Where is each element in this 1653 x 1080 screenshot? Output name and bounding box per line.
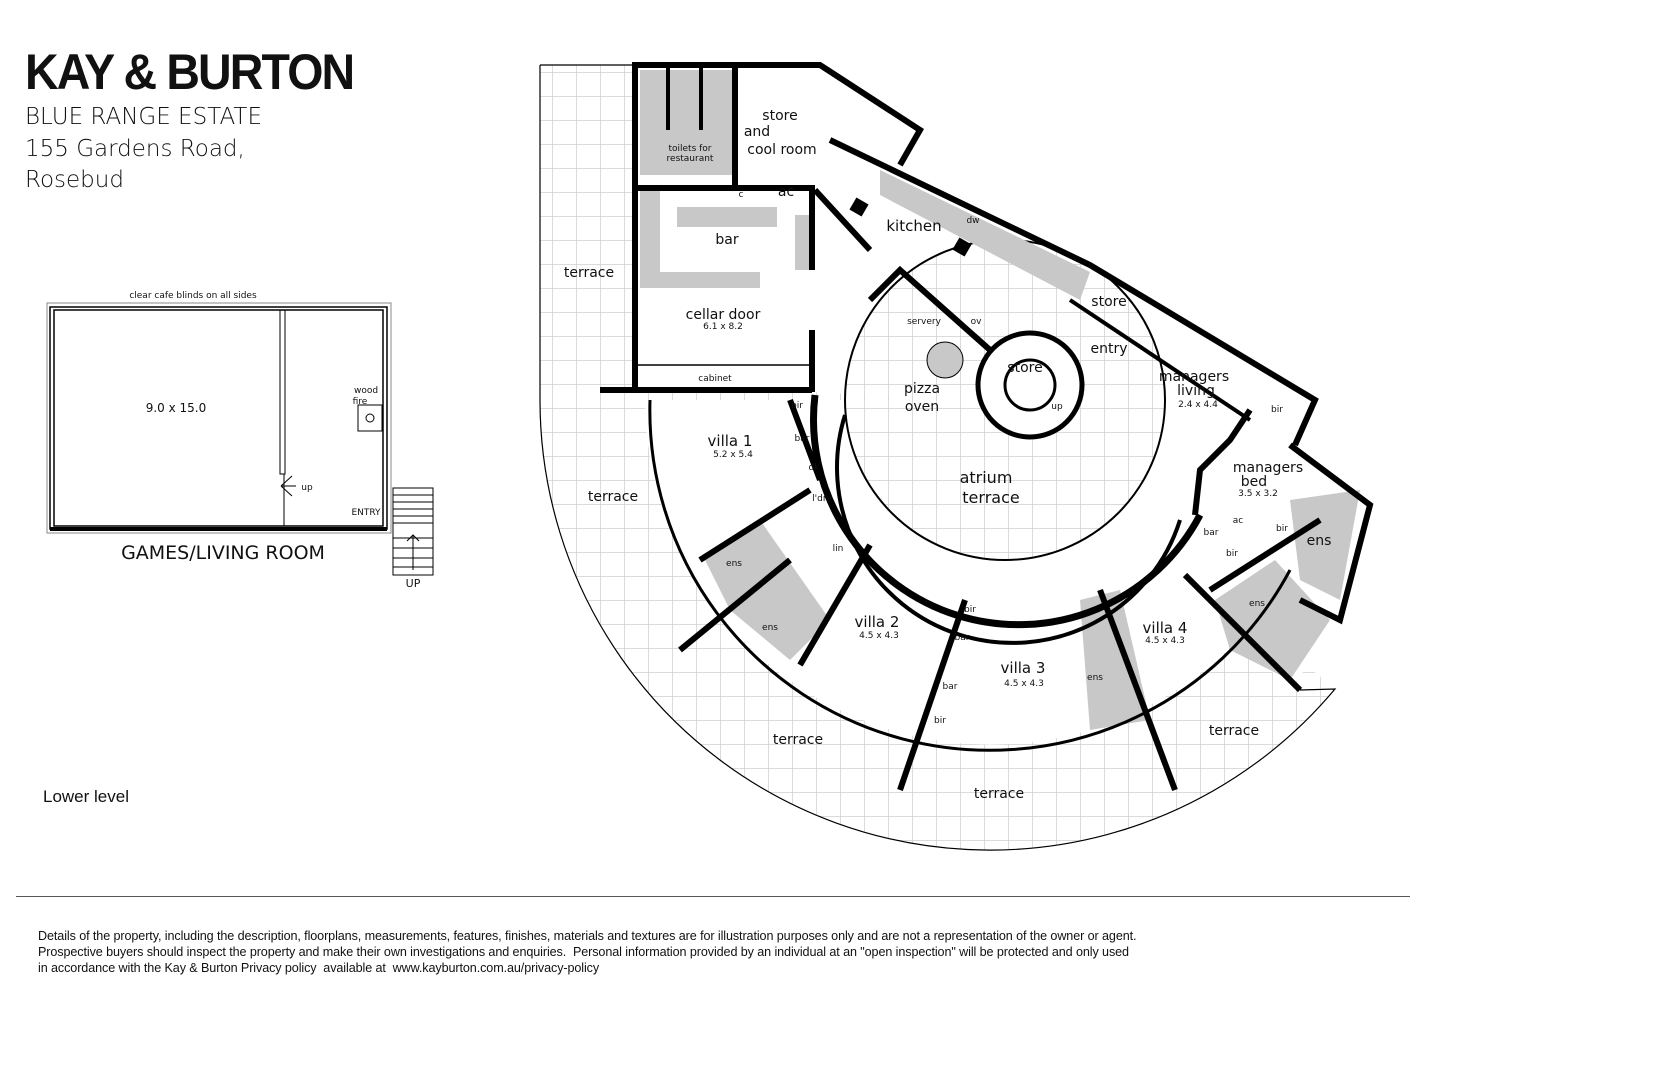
level-label: Lower level xyxy=(43,787,129,806)
room-label: bir xyxy=(1271,405,1283,415)
room-label: 6.1 x 8.2 xyxy=(703,322,743,332)
room-label: villa 3 xyxy=(1001,659,1046,677)
wood-fire-label-2: fire xyxy=(353,397,368,407)
room-label: bar xyxy=(1204,528,1219,538)
room-label: lin xyxy=(833,544,844,554)
stairs-up-label: UP xyxy=(406,577,421,590)
room-label: ens xyxy=(726,559,742,569)
games-room xyxy=(46,302,434,576)
column-icon-2 xyxy=(952,237,972,257)
room-label: entry xyxy=(1090,341,1127,357)
blinds-note: clear cafe blinds on all sides xyxy=(129,291,257,301)
room-label: 2.4 x 4.4 xyxy=(1178,400,1218,410)
room-label: up xyxy=(1051,402,1063,412)
room-label: cabinet xyxy=(698,374,732,384)
room-label: terrace xyxy=(1209,723,1259,739)
room-label: ac xyxy=(778,184,794,200)
room-label: store xyxy=(1091,294,1126,310)
room-label: l'dry xyxy=(812,494,832,504)
room-label: bir xyxy=(1226,549,1238,559)
disclaimer-line: Prospective buyers should inspect the pr… xyxy=(38,945,1129,959)
room-label: terrace xyxy=(588,489,638,505)
room-label: dk xyxy=(809,463,821,473)
terrace-edge xyxy=(539,64,1337,851)
kay-burton-logo: KAY & BURTON xyxy=(25,44,355,100)
room-label: kitchen xyxy=(886,217,941,235)
room-label: bar xyxy=(943,682,958,692)
wet-areas xyxy=(640,70,1360,730)
up-arrow-icon xyxy=(280,475,296,497)
room-label: villa 4 xyxy=(1143,619,1188,637)
room-label: terrace xyxy=(564,265,614,281)
disclaimer-line: Details of the property, including the d… xyxy=(38,929,1137,943)
wood-fire-icon xyxy=(357,404,383,432)
disclaimer: Details of the property, including the d… xyxy=(38,928,1137,976)
room-label: villa 1 xyxy=(708,432,753,450)
entry-label: ENTRY xyxy=(351,508,381,518)
room-label: bir xyxy=(934,716,946,726)
room-label: cellar door xyxy=(686,307,761,323)
up-label: up xyxy=(301,483,313,493)
room-label: restaurant xyxy=(667,154,714,164)
room-label: store xyxy=(1007,360,1042,376)
estate-name: BLUE RANGE ESTATE xyxy=(25,104,262,130)
disclaimer-line: in accordance with the Kay & Burton Priv… xyxy=(38,961,600,975)
villa-ring xyxy=(645,400,1314,745)
room-label: terrace xyxy=(962,488,1019,507)
games-room-title: GAMES/LIVING ROOM xyxy=(121,542,325,564)
room-label: terrace xyxy=(773,732,823,748)
room-label: 5.2 x 5.4 xyxy=(713,450,753,460)
room-label: ens xyxy=(762,623,778,633)
room-label: living xyxy=(1177,383,1215,399)
room-label: dw xyxy=(966,216,979,226)
room-label: pizza xyxy=(904,381,940,397)
room-label: bir xyxy=(791,401,803,411)
pizza-oven-icon xyxy=(926,341,964,379)
room-label: bed xyxy=(1241,474,1267,490)
entry-stairs xyxy=(392,487,434,576)
street-address: 155 Gardens Road, xyxy=(25,136,245,162)
room-label: managers xyxy=(1159,369,1229,385)
room-label: ens xyxy=(1307,533,1332,549)
room-label: atrium xyxy=(960,468,1013,487)
room-label: bar xyxy=(715,232,738,248)
footer-divider xyxy=(16,896,1410,897)
room-label: 4.5 x 4.3 xyxy=(1004,679,1044,689)
room-label: store xyxy=(762,108,797,124)
room-label: managers xyxy=(1233,460,1303,476)
room-label: 4.5 x 4.3 xyxy=(859,631,899,641)
room-label: servery xyxy=(907,317,941,327)
suburb: Rosebud xyxy=(25,167,124,193)
games-room-size: 9.0 x 15.0 xyxy=(146,401,207,415)
room-label: c xyxy=(739,190,744,200)
room-label: bir xyxy=(1276,524,1288,534)
room-label: bir xyxy=(964,605,976,615)
room-label: bar xyxy=(795,434,810,444)
room-label: toilets for xyxy=(668,144,711,154)
walls xyxy=(600,62,1374,792)
wood-fire-label: wood xyxy=(354,386,378,396)
room-label: oven xyxy=(905,399,939,415)
room-label: ens xyxy=(1087,673,1103,683)
room-label: bar xyxy=(955,633,970,643)
room-label: ac xyxy=(1233,516,1244,526)
room-label: ens xyxy=(1249,599,1265,609)
room-label: cool room xyxy=(747,142,816,158)
column-icon xyxy=(849,197,869,217)
room-label: 3.5 x 3.2 xyxy=(1238,489,1278,499)
room-label: villa 2 xyxy=(855,613,900,631)
room-label: ov xyxy=(971,317,983,327)
room-label: terrace xyxy=(974,786,1024,802)
room-label: and xyxy=(744,124,770,140)
room-label: 4.5 x 4.3 xyxy=(1145,636,1185,646)
